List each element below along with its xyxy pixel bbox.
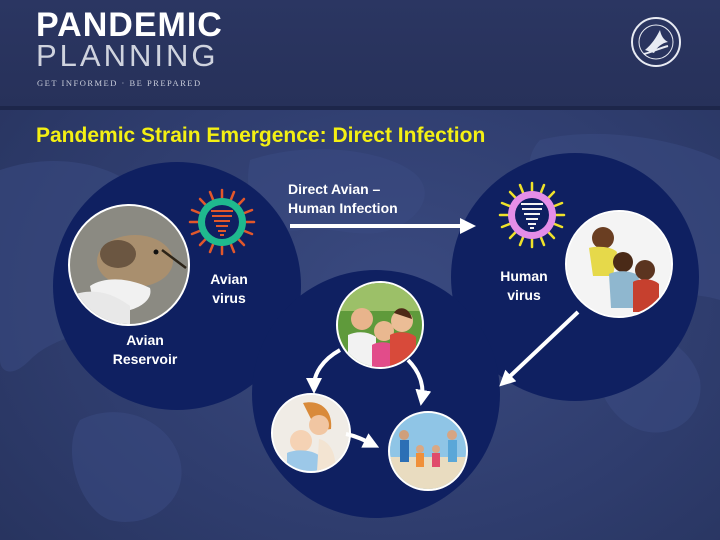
avian-reservoir-label: Avian Reservoir — [100, 331, 190, 369]
avian-virus-label-line2: virus — [212, 290, 246, 306]
transmission-label: Direct Avian – Human Infection — [288, 180, 448, 218]
human-virus-icon — [498, 181, 566, 249]
people-photo — [565, 210, 673, 318]
transmission-label-line2: Human Infection — [288, 200, 398, 216]
human-virus-label: Human virus — [488, 267, 560, 305]
avian-virus-label: Avian virus — [194, 270, 264, 308]
slide-title: Pandemic Strain Emergence: Direct Infect… — [36, 124, 486, 147]
hhs-seal-icon — [631, 17, 681, 67]
logo-tagline: GET INFORMED · BE PREPARED — [37, 78, 202, 88]
avian-virus-icon — [188, 188, 256, 256]
human-virus-label-line2: virus — [507, 287, 541, 303]
bird-photo — [68, 204, 190, 326]
avian-reservoir-label-line2: Reservoir — [112, 351, 178, 367]
transmission-label-line1: Direct Avian – — [288, 181, 381, 197]
beach-family-photo — [388, 411, 468, 491]
avian-virus-label-line1: Avian — [210, 271, 248, 287]
logo-planning: PLANNING — [36, 38, 219, 73]
header-banner: PANDEMIC PLANNING GET INFORMED · BE PREP… — [0, 0, 720, 110]
logo-pandemic: PANDEMIC — [36, 6, 223, 44]
mother-child-photo — [271, 393, 351, 473]
avian-reservoir-label-line1: Avian — [126, 332, 164, 348]
family-photo — [336, 281, 424, 369]
human-virus-label-line1: Human — [500, 268, 548, 284]
